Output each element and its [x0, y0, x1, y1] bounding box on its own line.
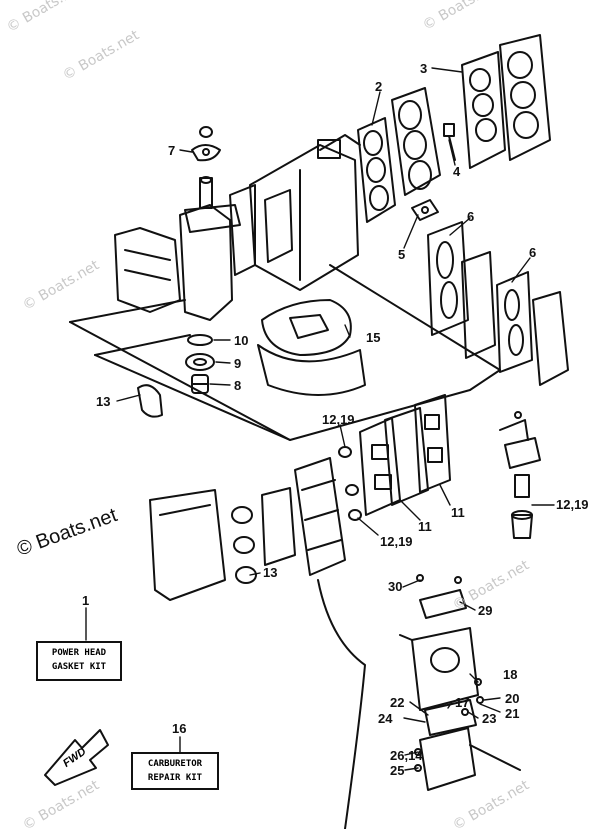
- callout-17: 15: [366, 330, 381, 345]
- cylinder-block: [229, 134, 361, 291]
- part-12-19-seals-upper: [338, 446, 352, 458]
- callout-29: 29: [478, 603, 493, 618]
- callout-3: 3: [420, 61, 428, 76]
- callout-6: 6: [529, 245, 537, 260]
- callout-20: 17: [455, 695, 470, 710]
- part-9-oil-seal: [185, 353, 215, 371]
- crankshaft: [184, 176, 241, 233]
- kit-label-line: REPAIR KIT: [147, 773, 203, 783]
- callout-5: 5: [398, 247, 406, 262]
- callout-24: 22: [390, 695, 405, 710]
- fwd-arrow-icon: [44, 729, 109, 786]
- head-cover: [499, 34, 551, 161]
- part-16-seal: [137, 384, 163, 418]
- silencer-cover: [149, 489, 226, 601]
- small-fasteners: [414, 678, 484, 772]
- callout-30: 30: [388, 579, 403, 594]
- bowl: [419, 727, 476, 791]
- part-7-gasket: [191, 126, 221, 162]
- callout-1: 1: [82, 593, 90, 608]
- kit-label-line: GASKET KIT: [51, 662, 107, 672]
- callout-15: 12,19: [556, 497, 589, 512]
- callout-22: 20: [505, 691, 520, 706]
- callout-2: 2: [375, 79, 383, 94]
- fuel-hose: [317, 579, 521, 829]
- part-11-intake-gasket-b: [414, 394, 451, 493]
- part-4-plug: [443, 123, 456, 161]
- callout-9: 9: [234, 356, 242, 371]
- fuel-connector: [499, 411, 529, 441]
- carburetor-body: [399, 627, 479, 711]
- power-head-gasket-kit-label: POWER HEAD GASKET KIT: [36, 641, 122, 681]
- carburetor-repair-kit-label: CARBURETOR REPAIR KIT: [131, 752, 219, 790]
- callout-23: 21: [505, 706, 520, 721]
- cylinder-head: [391, 87, 441, 196]
- part-3-head-cover-gasket: [461, 51, 506, 169]
- part-11-intake-gasket-a: [359, 417, 401, 516]
- callout-16: 13: [96, 394, 111, 409]
- callout-11: 11: [451, 505, 465, 520]
- callout-18: 16: [172, 721, 187, 736]
- power-head-outline-box: [69, 264, 501, 441]
- part-29-gasket: [419, 589, 467, 619]
- part-15-fuel-filter: [504, 437, 541, 539]
- reed-valve-block: [384, 407, 429, 506]
- lower-crankcase-cover: [257, 344, 366, 396]
- callout-26-14: 24: [378, 711, 393, 726]
- callout-11: 11: [418, 519, 432, 534]
- callout-6: 6: [467, 209, 475, 224]
- part-12-19-seals-lower: [345, 484, 362, 521]
- callout-25: 23: [482, 711, 497, 726]
- callout-8: 8: [234, 378, 242, 393]
- part-2-head-gasket: [357, 117, 396, 223]
- crankcase-half: [114, 204, 233, 321]
- part-30-screws: [416, 574, 462, 584]
- part-13-gaskets: [231, 487, 296, 584]
- part-8-bearing: [191, 374, 209, 394]
- callout-4: 4: [453, 164, 461, 179]
- callout-27: 25: [390, 763, 405, 778]
- callout-13: 13: [263, 565, 278, 580]
- part-6-exhaust-gasket-a: [427, 221, 469, 336]
- callout-10: 10: [234, 333, 249, 348]
- part-17-gasket: [261, 299, 352, 356]
- kit-label-line: CARBURETOR: [147, 759, 203, 769]
- part-10-o-ring: [187, 334, 213, 346]
- callout-7: 7: [168, 143, 176, 158]
- exhaust-cover: [461, 251, 496, 359]
- callout-21: 18: [503, 667, 518, 682]
- part-6-exhaust-gasket-b: [496, 271, 533, 373]
- leader-lines: [85, 67, 555, 771]
- part-5-gasket: [411, 199, 439, 221]
- float-chamber: [424, 699, 477, 736]
- kit-label-line: POWER HEAD: [51, 648, 107, 658]
- callout-12-19: 12,19: [380, 534, 413, 549]
- callout-12-19: 12,19: [322, 412, 355, 427]
- intake-manifold: [294, 457, 346, 576]
- callout-28: 26,14: [390, 748, 423, 763]
- exhaust-outer-cover: [532, 291, 569, 386]
